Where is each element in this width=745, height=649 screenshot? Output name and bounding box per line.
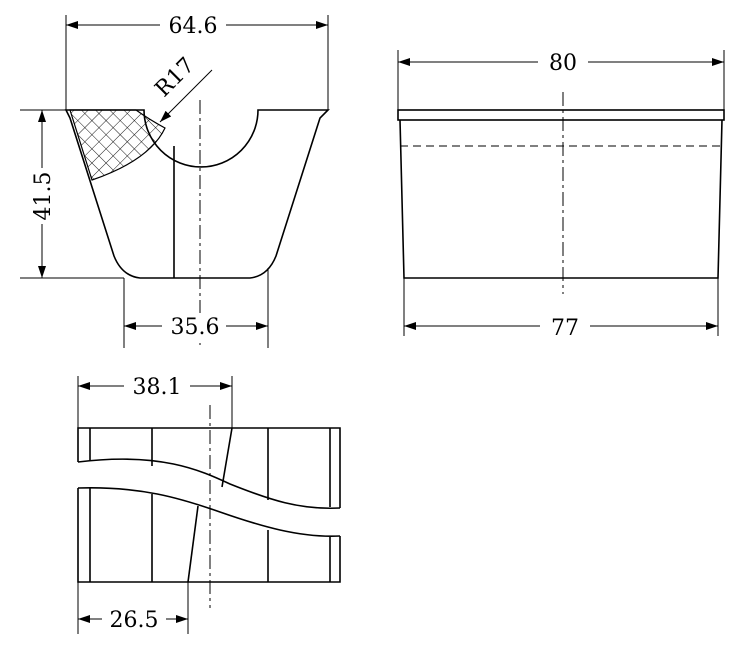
radius-leader [159,69,213,123]
side-view: 80 77 [397,48,725,341]
plan-view: 38.1 26.5 [77,372,341,634]
side-top-flange [397,109,725,121]
dim-height: 41.5 [31,172,56,221]
dim-plan-bottom: 26.5 [110,608,159,633]
dim-side-top: 80 [549,51,577,76]
dim-side-bottom: 77 [551,316,579,341]
front-chamfer-left [65,109,71,119]
side-body [399,119,723,279]
plan-upper-break [77,458,341,510]
plan-lower-break [77,486,341,538]
dim-plan-top: 38.1 [133,375,182,400]
dim-top-width: 64.6 [169,14,218,39]
plan-upper-outline [77,427,341,508]
hatched-section [69,109,166,181]
front-view: 64.6 R17 41.5 35.6 [20,12,330,348]
plan-lower-line-3 [187,505,199,583]
dim-bottom-width: 35.6 [171,315,220,340]
plan-upper-line-3 [221,427,233,488]
front-outline [64,109,330,279]
plan-lower-outline [77,488,341,583]
dim-radius: R17 [151,53,200,102]
